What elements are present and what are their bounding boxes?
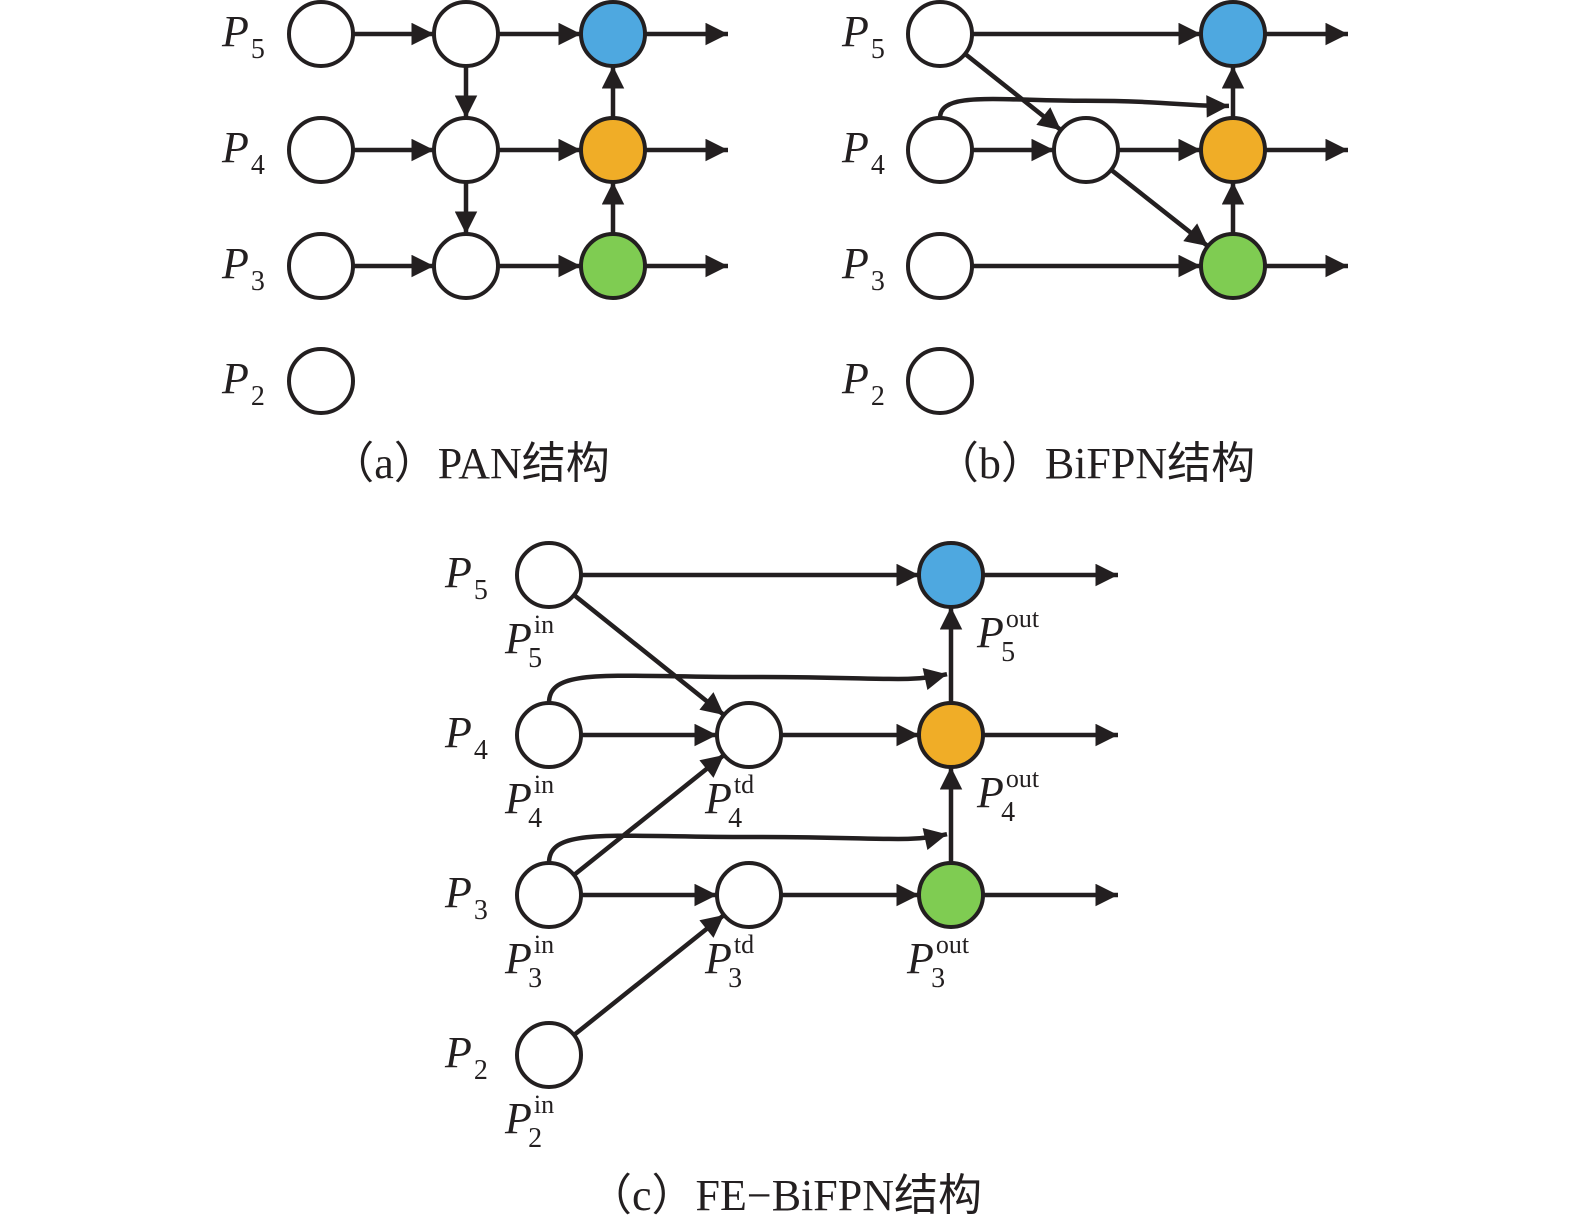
level-label-P4: P4 xyxy=(221,123,265,181)
node-c_in5 xyxy=(515,541,583,609)
level-label-P3: P3 xyxy=(444,868,488,926)
edges xyxy=(937,22,1348,278)
edge-c_in2-to-c_td3 xyxy=(572,913,726,1037)
node-c_o4 xyxy=(917,701,985,769)
skip-edge-b_in4-to-b_o5 xyxy=(937,95,1230,119)
node-c_td3 xyxy=(715,861,783,929)
node-b_o5 xyxy=(1199,0,1267,68)
node-b_o3 xyxy=(1199,232,1267,300)
node-a_in4 xyxy=(287,116,355,184)
level-label-P2: P2 xyxy=(841,354,885,412)
node-c_o3 xyxy=(917,861,985,929)
caption-panel-a: （a）PAN结构 xyxy=(330,439,610,488)
node-b_m4 xyxy=(1052,116,1120,184)
level-label-P2: P2 xyxy=(221,354,265,412)
node-c_in2 xyxy=(515,1021,583,1089)
node-a_in3 xyxy=(287,232,355,300)
edge-c_in5-to-c_td4 xyxy=(572,593,726,717)
node-c_in4 xyxy=(515,701,583,769)
level-label-P4: P4 xyxy=(444,708,488,766)
node-b_o4 xyxy=(1199,116,1267,184)
node-a_in2 xyxy=(287,347,355,415)
node-c_td4 xyxy=(715,701,783,769)
edge-b_in5-to-b_m4 xyxy=(963,52,1063,132)
level-label-P4: P4 xyxy=(841,123,885,181)
node-a_o4 xyxy=(579,116,647,184)
level-label-P5: P5 xyxy=(444,548,488,606)
node-a_in5 xyxy=(287,0,355,68)
node-a_m4 xyxy=(432,116,500,184)
node-c_in3 xyxy=(515,861,583,929)
level-label-P3: P3 xyxy=(221,239,265,297)
node-b_in5 xyxy=(906,0,974,68)
edge-b_m4-to-b_o3 xyxy=(1109,168,1210,248)
node-b_in4 xyxy=(906,116,974,184)
level-label-P5: P5 xyxy=(841,7,885,65)
skip-edge-c_in3-to-c_o4 xyxy=(546,828,948,864)
edge-c_in3-to-c_td4 xyxy=(572,753,726,877)
level-label-P3: P3 xyxy=(841,239,885,297)
skip-edge-c_in4-to-c_o5 xyxy=(546,668,948,704)
level-label-P2: P2 xyxy=(444,1028,488,1086)
level-label-P5: P5 xyxy=(221,7,265,65)
caption-panel-b: （b）BiFPN结构 xyxy=(935,439,1255,488)
node-c_o5 xyxy=(917,541,985,609)
node-a_m3 xyxy=(432,232,500,300)
edges xyxy=(546,563,1118,1037)
edges xyxy=(353,22,728,278)
caption-panel-c: （c）FE−BiFPN结构 xyxy=(588,1171,982,1220)
node-a_o5 xyxy=(579,0,647,68)
node-b_in3 xyxy=(906,232,974,300)
node-a_m5 xyxy=(432,0,500,68)
node-b_in2 xyxy=(906,347,974,415)
node-a_o3 xyxy=(579,232,647,300)
